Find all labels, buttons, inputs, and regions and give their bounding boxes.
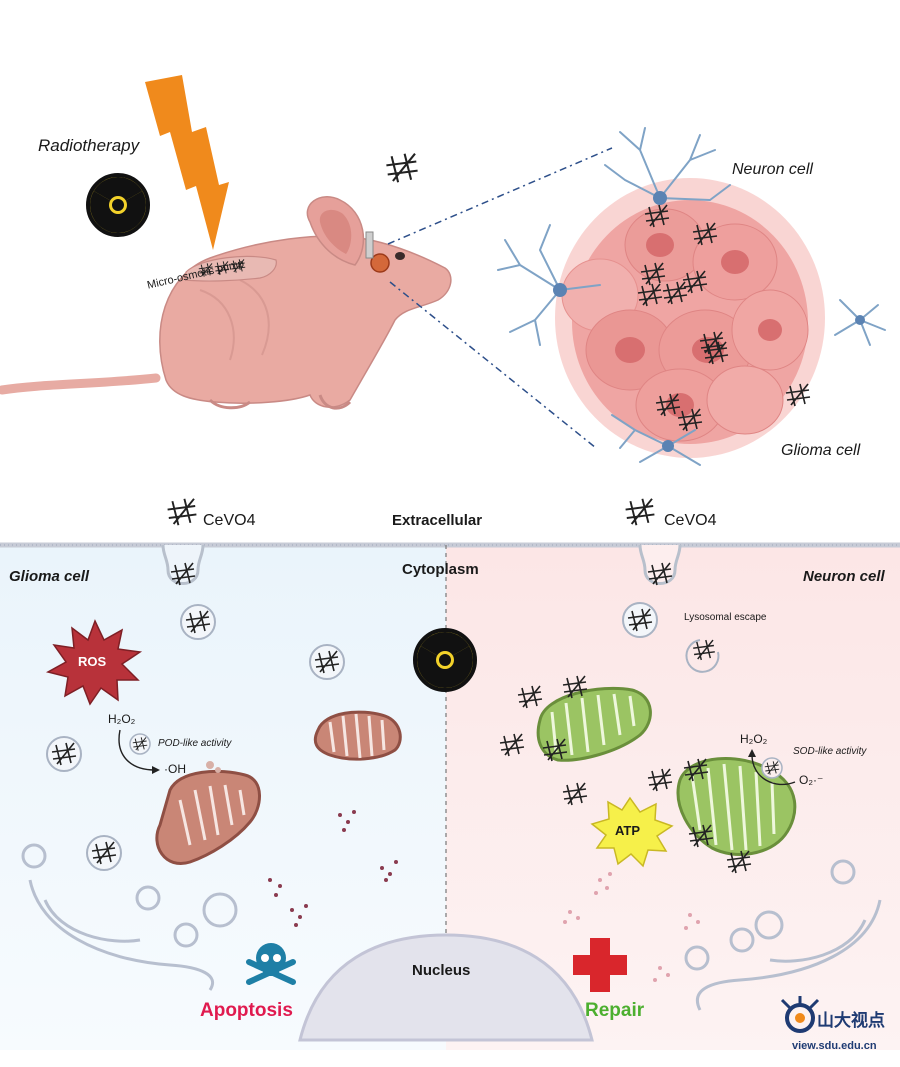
- debris-dots-left: [268, 810, 398, 927]
- skull-crossbones-icon: [246, 943, 296, 985]
- sod-reaction: [748, 749, 796, 786]
- neuron-bodies: [553, 191, 865, 452]
- endoplasmic-reticulum-right: [684, 859, 882, 1011]
- repair-cross-icon: [573, 938, 627, 992]
- repair-label: Repair: [585, 1000, 645, 1021]
- watermark-logo-icon: [780, 996, 820, 1033]
- mouse-illustration: [0, 196, 452, 410]
- endocytosis-right: [638, 544, 682, 586]
- ros-burst: [45, 619, 143, 706]
- zoom-lines: [387, 147, 613, 449]
- h2o2-right-label: H₂O₂: [740, 732, 768, 746]
- ros-label: ROS: [78, 654, 107, 669]
- neuron-cell-label-top: Neuron cell: [732, 161, 813, 178]
- watermark-url: view.sdu.edu.cn: [792, 1040, 877, 1052]
- endoplasmic-reticulum-left: [21, 843, 238, 991]
- cevo4-label-right: CeVO4: [664, 512, 717, 529]
- glioma-tumor: [555, 178, 825, 458]
- cytoplasm-label: Cytoplasm: [402, 561, 479, 578]
- apoptosis-label: Apoptosis: [200, 1000, 293, 1021]
- lightning-bolt-icon: [145, 75, 229, 250]
- neuron-cell-label: Neuron cell: [803, 568, 885, 585]
- neuron-dendrites: [497, 127, 886, 466]
- watermark-text: 山大视点: [817, 1011, 885, 1030]
- glioma-cell-label-top: Glioma cell: [781, 442, 861, 459]
- lysosomal-escape-label: Lysosomal escape: [684, 612, 767, 623]
- nucleus-label: Nucleus: [412, 962, 471, 979]
- h2o2-left-label: H₂O₂: [108, 712, 136, 726]
- hydroxyl-label: ·OH: [164, 762, 186, 776]
- mitochondrion-damaged: [155, 761, 261, 865]
- endocytosis-left: [161, 544, 205, 586]
- radiotherapy-label: Radiotherapy: [38, 136, 140, 155]
- debris-dots-right: [563, 872, 700, 982]
- nucleus: [298, 933, 594, 1042]
- pod-activity-label: POD-like activity: [158, 738, 232, 749]
- atp-label: ATP: [615, 823, 641, 838]
- pod-reaction: [118, 729, 160, 774]
- nanoparticle-extracellular-right: [624, 497, 656, 527]
- cevo4-label-left: CeVO4: [203, 512, 256, 529]
- sod-activity-label: SOD-like activity: [793, 746, 867, 757]
- micro-osmotic-pump: [185, 255, 277, 282]
- nanoparticle-icon: [385, 152, 419, 184]
- glioma-cell-label: Glioma cell: [9, 568, 90, 585]
- radiation-icon: [79, 173, 157, 242]
- superoxide-label: O₂·⁻: [799, 773, 824, 787]
- mitochondrion-damaged-small: [313, 710, 402, 761]
- extracellular-label: Extracellular: [392, 512, 483, 529]
- nanoparticle-extracellular-left: [166, 497, 198, 527]
- atp-burst: [590, 796, 674, 868]
